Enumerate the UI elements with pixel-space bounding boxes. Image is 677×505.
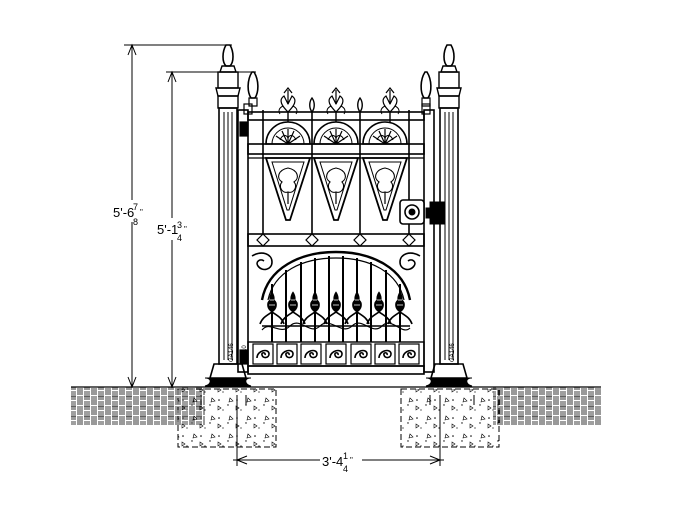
gate-width-label: 3'-4: [322, 454, 343, 469]
overall-height-denominator: 8: [133, 217, 138, 227]
footing-left: [177, 388, 277, 448]
left-post-label: GA146: [229, 343, 235, 362]
paving-right: [493, 387, 601, 425]
overall-height-label: 5'-6: [113, 205, 134, 220]
gate: [237, 71, 445, 375]
overall-height-numerator: 7: [133, 202, 138, 212]
gate-width-denominator: 4: [343, 464, 348, 474]
left-post: [204, 44, 252, 387]
gate-width-whole: 3'-4: [322, 454, 343, 469]
gate-width-inch-mark: ": [350, 456, 353, 465]
paving-center: [270, 387, 400, 395]
gate-height-inch-mark: ": [184, 225, 187, 234]
footing-right: [400, 388, 500, 448]
gate-height-whole: 5'-1: [157, 222, 178, 237]
gate-label: GA510: [242, 345, 248, 364]
gate-height-numerator: 3: [177, 220, 182, 230]
right-post: [425, 44, 473, 387]
overall-height-inch-mark: ": [140, 208, 143, 217]
footing-anchors: [200, 395, 475, 405]
right-post-label: GA146: [450, 343, 456, 362]
overall-height-whole: 5'-6: [113, 205, 134, 220]
gate-height-denominator: 4: [177, 233, 182, 243]
gate-width-numerator: 1: [343, 451, 348, 461]
gate-height-label: 5'-1: [157, 222, 178, 237]
